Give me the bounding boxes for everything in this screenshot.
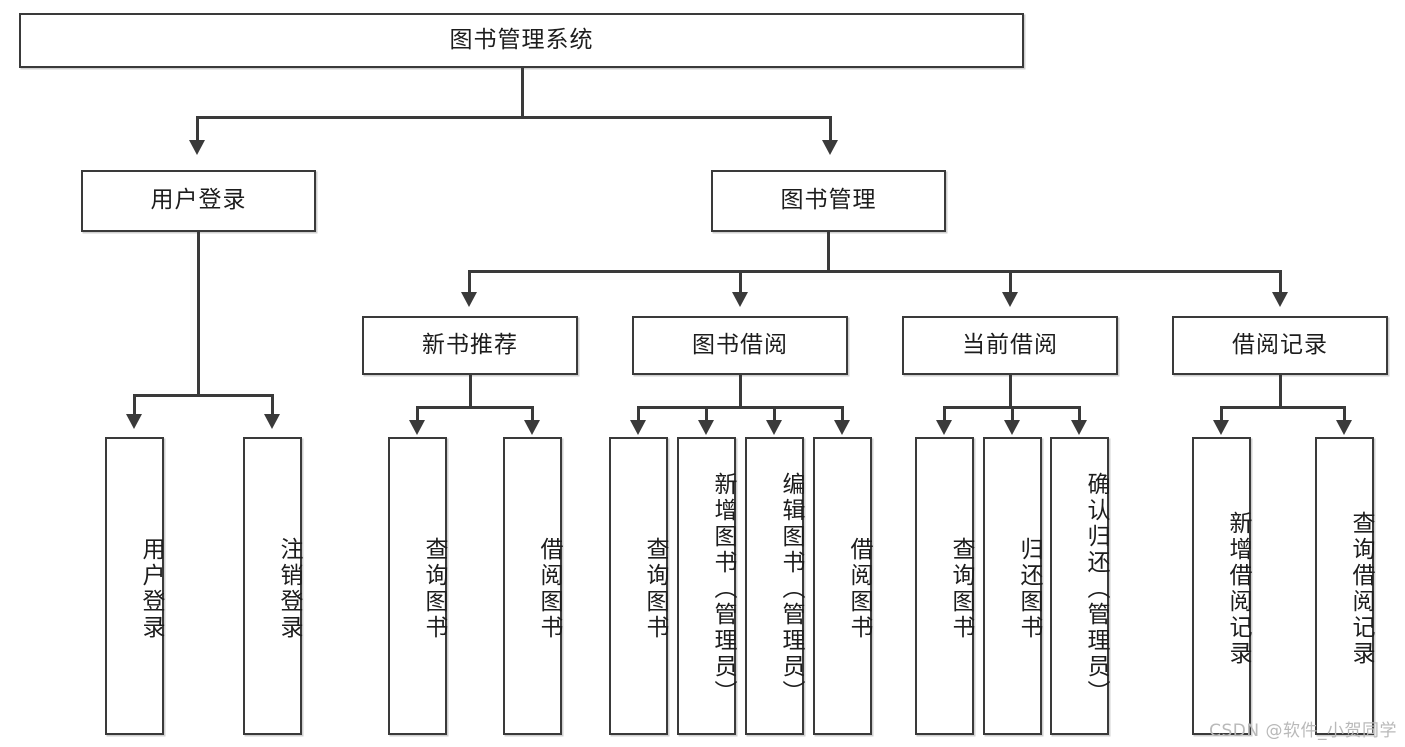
leaf-br-add-record[interactable]: 新增借阅记录 bbox=[1192, 437, 1251, 735]
arrowhead-nbr-leaf-1 bbox=[409, 420, 425, 435]
node-label: 确认归还（管理员） bbox=[1083, 472, 1109, 706]
connector-bb-leaf-2 bbox=[705, 406, 708, 422]
leaf-bb-add-book-admin[interactable]: 新增图书（管理员） bbox=[677, 437, 736, 735]
arrowhead-bb-leaf-3 bbox=[766, 420, 782, 435]
arrowhead-leaf-user-login bbox=[126, 414, 142, 429]
leaf-bb-borrow-book[interactable]: 借阅图书 bbox=[813, 437, 872, 735]
node-label: 图书借阅 bbox=[692, 331, 788, 358]
leaf-cb-query-book[interactable]: 查询图书 bbox=[915, 437, 974, 735]
connector-bb-leaf-3 bbox=[773, 406, 776, 422]
leaf-logout[interactable]: 注销登录 bbox=[243, 437, 302, 735]
connector-br-leaf-2 bbox=[1343, 406, 1346, 422]
connector-to-borrow-record bbox=[1279, 270, 1282, 294]
arrowhead-new-book-recommend bbox=[461, 292, 477, 307]
connector-book-management-stem bbox=[827, 232, 830, 272]
node-new-book-recommend[interactable]: 新书推荐 bbox=[362, 316, 578, 375]
connector-nbr-leaf-2 bbox=[531, 406, 534, 422]
connector-to-leaf-user-login bbox=[133, 394, 136, 416]
node-label: 查询图书 bbox=[948, 537, 974, 641]
node-label: 查询图书 bbox=[642, 537, 668, 641]
node-label: 图书管理系统 bbox=[449, 26, 594, 53]
leaf-br-query-record[interactable]: 查询借阅记录 bbox=[1315, 437, 1374, 735]
arrowhead-cb-leaf-3 bbox=[1071, 420, 1087, 435]
connector-borrow-record-bar bbox=[1220, 406, 1345, 409]
leaf-bb-query-book[interactable]: 查询图书 bbox=[609, 437, 668, 735]
connector-new-book-recommend-stem bbox=[469, 375, 472, 408]
connector-cb-leaf-1 bbox=[943, 406, 946, 422]
connector-current-borrow-stem bbox=[1009, 375, 1012, 408]
node-label: 新书推荐 bbox=[422, 331, 518, 358]
connector-to-book-borrow bbox=[739, 270, 742, 294]
arrowhead-br-leaf-2 bbox=[1336, 420, 1352, 435]
arrowhead-book-management bbox=[822, 140, 838, 155]
node-label: 借阅图书 bbox=[846, 537, 872, 641]
node-root-book-management-system[interactable]: 图书管理系统 bbox=[19, 13, 1024, 68]
arrowhead-book-borrow bbox=[732, 292, 748, 307]
leaf-user-login[interactable]: 用户登录 bbox=[105, 437, 164, 735]
arrowhead-bb-leaf-2 bbox=[698, 420, 714, 435]
arrowhead-cb-leaf-2 bbox=[1004, 420, 1020, 435]
connector-user-login-bar bbox=[133, 394, 273, 397]
arrowhead-bb-leaf-4 bbox=[834, 420, 850, 435]
node-label: 借阅图书 bbox=[536, 537, 562, 641]
arrowhead-leaf-logout bbox=[264, 414, 280, 429]
connector-root-to-user-login bbox=[196, 116, 199, 142]
node-user-login[interactable]: 用户登录 bbox=[81, 170, 316, 232]
arrowhead-current-borrow bbox=[1002, 292, 1018, 307]
connector-user-login-stem bbox=[197, 232, 200, 396]
connector-book-borrow-stem bbox=[739, 375, 742, 408]
arrowhead-bb-leaf-1 bbox=[630, 420, 646, 435]
connector-level3-bar bbox=[468, 270, 1281, 273]
arrowhead-br-leaf-1 bbox=[1213, 420, 1229, 435]
leaf-cb-return-book[interactable]: 归还图书 bbox=[983, 437, 1042, 735]
node-label: 新增图书（管理员） bbox=[710, 472, 736, 706]
arrowhead-nbr-leaf-2 bbox=[524, 420, 540, 435]
node-label: 用户登录 bbox=[150, 187, 247, 214]
node-book-borrow[interactable]: 图书借阅 bbox=[632, 316, 848, 375]
connector-bb-leaf-4 bbox=[841, 406, 844, 422]
connector-cb-leaf-2 bbox=[1011, 406, 1014, 422]
node-label: 当前借阅 bbox=[962, 331, 1058, 358]
connector-to-leaf-logout bbox=[271, 394, 274, 416]
arrowhead-borrow-record bbox=[1272, 292, 1288, 307]
connector-cb-leaf-3 bbox=[1078, 406, 1081, 422]
leaf-nbr-query-book[interactable]: 查询图书 bbox=[388, 437, 447, 735]
node-book-management[interactable]: 图书管理 bbox=[711, 170, 946, 232]
leaf-nbr-borrow-book[interactable]: 借阅图书 bbox=[503, 437, 562, 735]
connector-bb-leaf-1 bbox=[637, 406, 640, 422]
watermark-text: CSDN @软件_小贺同学 bbox=[1209, 721, 1397, 741]
leaf-cb-confirm-return-admin[interactable]: 确认归还（管理员） bbox=[1050, 437, 1109, 735]
node-borrow-record[interactable]: 借阅记录 bbox=[1172, 316, 1388, 375]
connector-br-leaf-1 bbox=[1220, 406, 1223, 422]
connector-root-bar bbox=[196, 116, 831, 119]
node-current-borrow[interactable]: 当前借阅 bbox=[902, 316, 1118, 375]
node-label: 注销登录 bbox=[276, 537, 302, 641]
node-label: 借阅记录 bbox=[1232, 331, 1328, 358]
node-label: 新增借阅记录 bbox=[1225, 511, 1251, 667]
connector-root-to-book-management bbox=[829, 116, 832, 142]
connector-root-stem bbox=[521, 68, 524, 117]
node-label: 查询借阅记录 bbox=[1348, 511, 1374, 667]
node-label: 图书管理 bbox=[780, 187, 877, 214]
node-label: 编辑图书（管理员） bbox=[778, 472, 804, 706]
leaf-bb-edit-book-admin[interactable]: 编辑图书（管理员） bbox=[745, 437, 804, 735]
node-label: 用户登录 bbox=[138, 537, 164, 641]
node-label: 查询图书 bbox=[421, 537, 447, 641]
connector-book-borrow-bar bbox=[637, 406, 841, 409]
connector-borrow-record-stem bbox=[1279, 375, 1282, 408]
connector-to-current-borrow bbox=[1009, 270, 1012, 294]
arrowhead-user-login bbox=[189, 140, 205, 155]
connector-nbr-leaf-1 bbox=[416, 406, 419, 422]
connector-to-new-book-recommend bbox=[468, 270, 471, 294]
arrowhead-cb-leaf-1 bbox=[936, 420, 952, 435]
node-label: 归还图书 bbox=[1016, 537, 1042, 641]
connector-new-book-recommend-bar bbox=[416, 406, 533, 409]
